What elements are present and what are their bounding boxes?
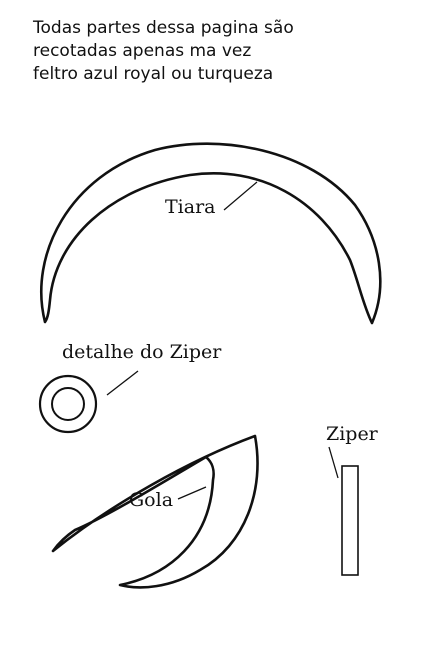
ziper-detail-outer-circle: [38, 374, 98, 434]
instructions-line-3: feltro azul royal ou turqueza: [33, 64, 274, 84]
ziper-detail-inner-circle: [51, 387, 85, 421]
ziper-detail-leader-line: [106, 370, 139, 396]
instructions-line-1: Todas partes dessa pagina são: [33, 18, 294, 38]
ziper-detail-ring: [38, 374, 98, 434]
gola-piece: [51, 434, 259, 589]
gola-outline: [51, 434, 259, 589]
tiara-outline: [40, 142, 382, 325]
gola-label: Gola: [129, 489, 173, 511]
instructions-text: Todas partes dessa pagina são recotadas …: [33, 17, 294, 86]
instructions-line-2: recotadas apenas ma vez: [33, 41, 252, 61]
ziper-detail-label: detalhe do Ziper: [62, 341, 222, 363]
ziper-leader-line: [328, 446, 339, 479]
ziper-strip: [341, 465, 359, 576]
tiara-leader-line: [223, 181, 258, 211]
gola-leader-line: [177, 486, 207, 500]
tiara-piece: [40, 142, 382, 325]
tiara-label: Tiara: [165, 196, 216, 218]
ziper-label: Ziper: [326, 423, 379, 445]
